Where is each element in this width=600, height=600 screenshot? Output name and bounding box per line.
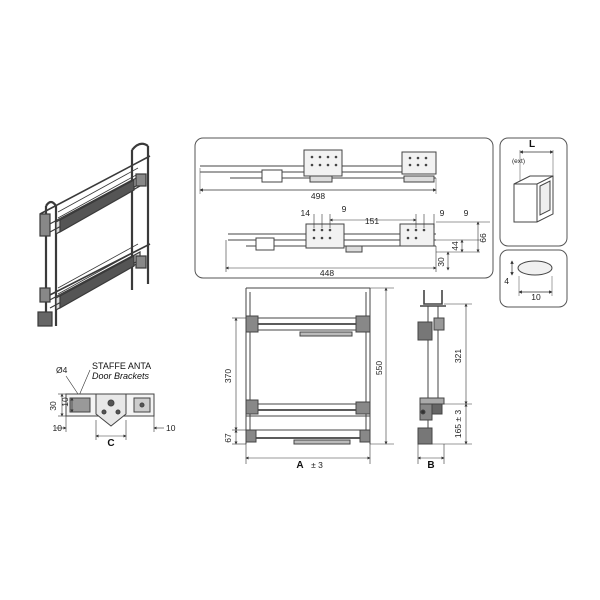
side-h165-label: 165 ± 3 <box>453 410 463 439</box>
side-h321-label: 321 <box>453 349 463 363</box>
slot-h-label: 4 <box>504 276 509 286</box>
rail-panel: 498 <box>194 137 494 279</box>
brackets-c-label: C <box>107 438 114 449</box>
side-width-letter: B <box>427 460 434 471</box>
front-width-letter: A <box>296 460 303 471</box>
bracket-plate-drawing <box>65 393 155 427</box>
brackets-left-label: 10 <box>53 423 63 433</box>
front-view: 370 67 550 A ± 3 <box>223 287 394 471</box>
dim-66-label: 66 <box>478 233 488 243</box>
dim-14-label: 14 <box>301 208 311 218</box>
door-brackets: STAFFE ANTA Door Brackets Ø4 <box>48 361 176 449</box>
side-view-drawing <box>417 290 446 445</box>
dim-448-label: 448 <box>320 268 334 278</box>
front-h370-label: 370 <box>223 369 233 383</box>
brackets-right-label: 10 <box>166 423 176 433</box>
slot-w-label: 10 <box>531 292 541 302</box>
box-l-note: (ext) <box>512 158 525 165</box>
dim-498-label: 498 <box>311 191 325 201</box>
front-h67-label: 67 <box>223 433 233 443</box>
box-cube-drawing <box>513 175 554 223</box>
brackets-title: STAFFE ANTA <box>92 361 151 371</box>
dimension-498: 498 <box>199 168 437 201</box>
brackets-hole-label: Ø4 <box>56 365 68 375</box>
rail-top-drawing <box>200 149 437 183</box>
front-view-drawing <box>245 287 371 445</box>
box-l-panel: L (ext) <box>499 137 568 247</box>
brackets-h30-label: 30 <box>48 401 58 411</box>
brackets-subtitle: Door Brackets <box>92 371 150 381</box>
product-3d-view <box>37 142 151 327</box>
slot-shape <box>517 260 553 276</box>
front-h550-label: 550 <box>374 361 384 375</box>
dim-9a-label: 9 <box>342 204 347 214</box>
dim-44-label: 44 <box>450 241 460 251</box>
rail-bottom-drawing <box>228 223 436 253</box>
side-view: 321 165 ± 3 B <box>417 290 472 471</box>
dim-9b-label: 9 <box>440 208 445 218</box>
front-width-tolerance: ± 3 <box>311 460 323 470</box>
slot-panel: 4 10 <box>499 249 568 308</box>
box-l-letter: L <box>529 139 535 150</box>
dim-9c-label: 9 <box>464 208 469 218</box>
dim-30-label: 30 <box>436 257 446 267</box>
rail-bottom-dimensions <box>225 214 490 272</box>
brackets-h10-label: 10 <box>60 397 70 407</box>
dim-151-label: 151 <box>365 216 379 226</box>
